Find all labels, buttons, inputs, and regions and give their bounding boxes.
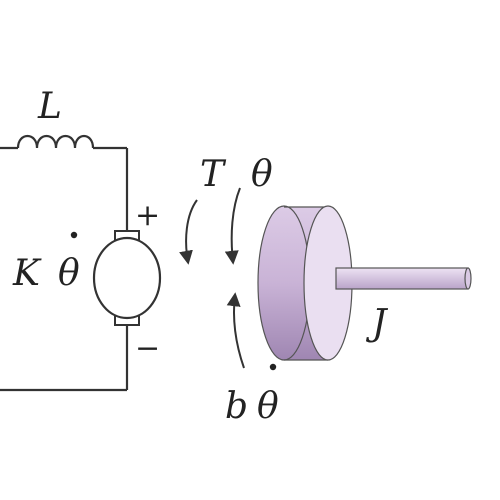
damping-dot-icon — [269, 363, 277, 371]
damping-coefficient-label: b — [225, 386, 248, 427]
torque-label: T — [200, 154, 227, 195]
backemf-constant-label: K — [12, 253, 42, 294]
backemf-dot-icon — [70, 231, 78, 239]
torque-arrow-icon — [179, 199, 198, 265]
inductor-coil-icon — [16, 134, 95, 149]
backemf-theta-label: θ — [58, 253, 80, 294]
plus-terminal-label: + — [135, 198, 160, 233]
damping-theta-label: θ — [257, 386, 279, 427]
damping-arrow-icon — [226, 292, 245, 369]
inductor-label: L — [37, 86, 62, 127]
rotor-disk-icon — [257, 205, 353, 361]
angle-label: θ — [251, 154, 273, 195]
circuit-wires — [0, 146, 129, 392]
angle-arrow-icon — [224, 187, 241, 265]
minus-terminal-label: − — [135, 331, 160, 366]
shaft-icon — [335, 267, 472, 290]
dc-motor-icon — [92, 230, 162, 326]
inertia-label: J — [365, 303, 389, 344]
